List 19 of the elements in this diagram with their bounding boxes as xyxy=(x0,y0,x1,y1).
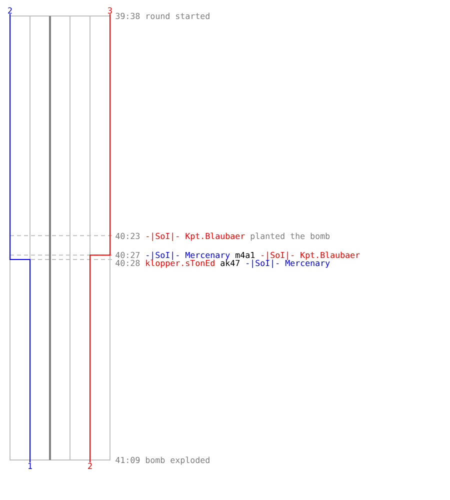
label: 40:28 xyxy=(116,260,140,266)
event-log-entry: 39:38 round started xyxy=(116,12,210,20)
label: ak47 xyxy=(220,260,240,266)
event-log-entry: 40:28 klopper.sTonEd ak47 -|SoI|- Mercenary xyxy=(116,260,330,268)
team-count: 2 xyxy=(88,462,92,469)
label: 40:27 xyxy=(116,252,140,258)
label: -|SoI|- Mercenary xyxy=(146,252,230,260)
event-log-entry: 40:27 -|SoI|- Mercenary m4a1 -|SoI|- Kpt.Blaubaer xyxy=(116,252,360,260)
team-count: 1 xyxy=(28,462,32,469)
label: klopper.sTonEd xyxy=(146,260,214,268)
team-count: 2 xyxy=(8,7,12,14)
event-log-entry: 40:23 -|SoI|- Kpt.Blaubaer planted the bomb xyxy=(116,232,330,241)
team-count-line xyxy=(10,14,30,463)
team-count: 3 xyxy=(108,7,112,14)
event-log-entry: 41:09 bomb exploded xyxy=(116,456,210,465)
label: -|SoI|- Mercenary xyxy=(246,260,330,268)
label: -|SoI|- Kpt.Blaubaer xyxy=(262,252,360,260)
team-count-line xyxy=(90,14,110,463)
label: m4a1 xyxy=(236,252,255,258)
